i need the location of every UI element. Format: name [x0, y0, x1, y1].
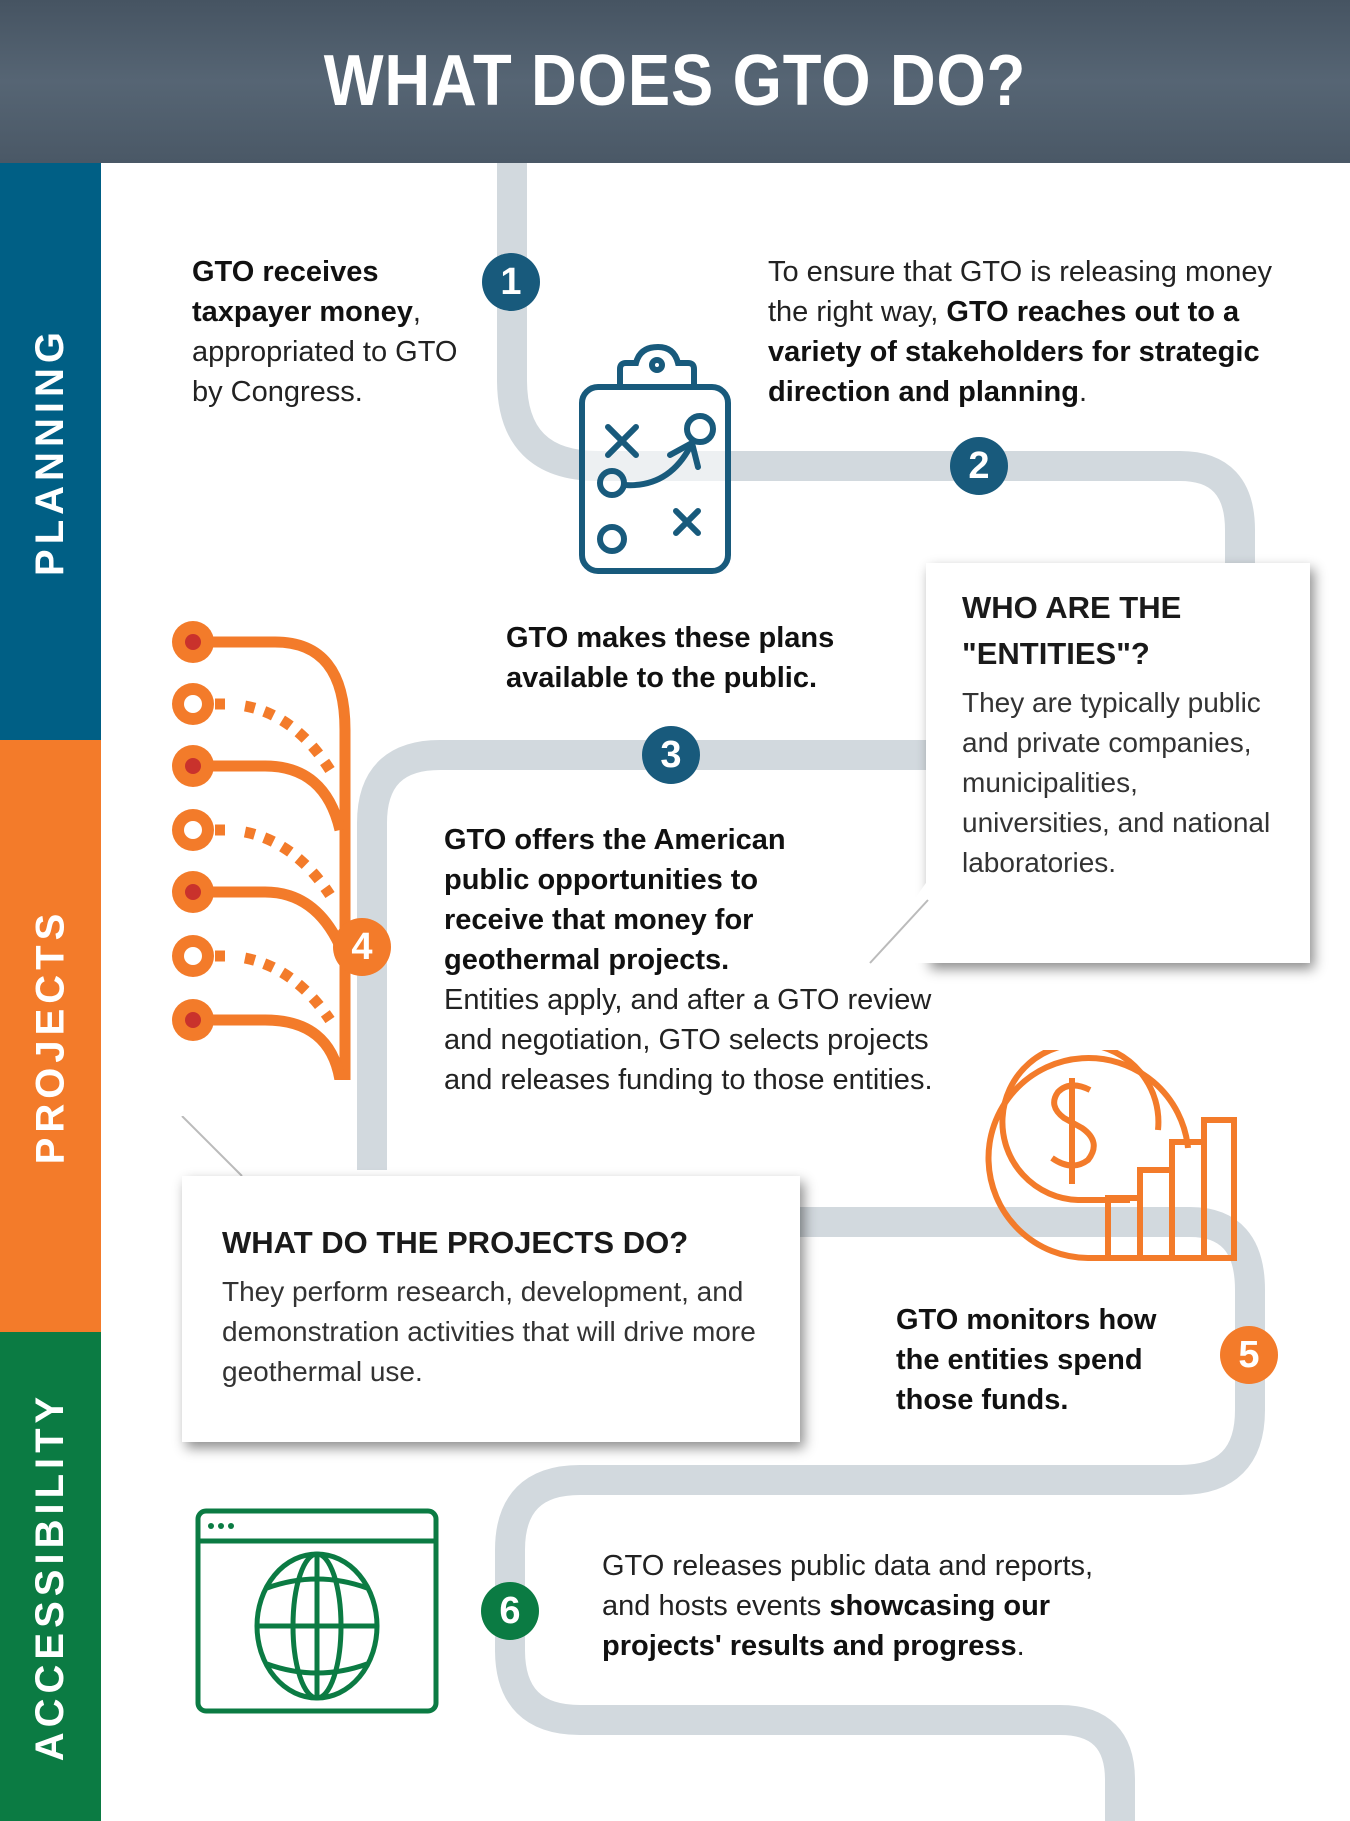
step-1-text: GTO receives taxpayer money, appropriate…: [192, 252, 482, 412]
step-6-text: GTO releases public data and reports, an…: [602, 1546, 1122, 1666]
entities-callout-body: They are typically public and private co…: [962, 687, 1271, 878]
projects-callout-pointer: [181, 1116, 268, 1178]
step-2-badge: 2: [950, 437, 1008, 495]
step-1-bold: GTO receives taxpayer money: [192, 256, 413, 328]
step-1-number: 1: [500, 260, 522, 303]
step-3-badge: 3: [642, 726, 700, 784]
step-6-badge: 6: [481, 1582, 539, 1640]
branching-connections-icon: [172, 621, 351, 1080]
step-5-text: GTO monitors how the entities spend thos…: [896, 1300, 1186, 1420]
projects-callout-body: They perform research, development, and …: [222, 1276, 756, 1387]
step-6-end: .: [1016, 1630, 1025, 1662]
section-band-projects: PROJECTS: [0, 740, 101, 1332]
browser-globe-icon: [195, 1508, 439, 1714]
step-1-badge: 1: [482, 253, 540, 311]
step-3-number: 3: [660, 733, 682, 776]
clipboard-strategy-icon: [579, 343, 731, 574]
step-4-text: GTO offers the American public opportuni…: [444, 820, 964, 1100]
step-5-badge: 5: [1220, 1326, 1278, 1384]
step-2-end: .: [1078, 376, 1088, 408]
step-3-text: GTO makes these plans available to the p…: [506, 618, 886, 698]
step-4-number: 4: [351, 925, 373, 968]
step-4-badge: 4: [333, 918, 391, 976]
section-band-planning: PLANNING: [0, 163, 101, 740]
step-2-text: To ensure that GTO is releasing money th…: [768, 252, 1308, 412]
step-5-bold: GTO monitors how the entities spend thos…: [896, 1304, 1157, 1416]
step-3-bold: GTO makes these plans available to the p…: [506, 622, 835, 694]
step-2-number: 2: [968, 444, 990, 487]
step-6-number: 6: [499, 1589, 521, 1632]
entities-callout: WHO ARE THE "ENTITIES"? They are typical…: [926, 563, 1310, 963]
step-6-bold: showcasing our projects' results and pro…: [602, 1590, 1051, 1662]
projects-callout: WHAT DO THE PROJECTS DO? They perform re…: [182, 1176, 800, 1442]
section-band-accessibility: ACCESSIBILITY: [0, 1332, 101, 1821]
step-6-plain: GTO releases public data and reports, an…: [602, 1550, 1094, 1622]
header-banner: WHAT DOES GTO DO?: [0, 0, 1350, 163]
entities-callout-pointer: [869, 880, 929, 964]
step-4-bold: GTO offers the American public opportuni…: [444, 824, 786, 976]
step-2-plain: To ensure that GTO is releasing money th…: [768, 256, 1272, 328]
step-2-bold: GTO reaches out to a variety of stakehol…: [768, 296, 1260, 408]
page-title: WHAT DOES GTO DO?: [323, 41, 1027, 121]
entities-callout-title: WHO ARE THE "ENTITIES"?: [962, 590, 1182, 671]
dollar-coin-growth-chart-icon: [985, 1050, 1237, 1261]
step-1-plain: , appropriated to GTO by Congress.: [192, 296, 458, 408]
projects-callout-title: WHAT DO THE PROJECTS DO?: [222, 1225, 689, 1260]
step-5-number: 5: [1238, 1333, 1260, 1376]
step-4-plain: Entities apply, and after a GTO review a…: [444, 984, 933, 1096]
